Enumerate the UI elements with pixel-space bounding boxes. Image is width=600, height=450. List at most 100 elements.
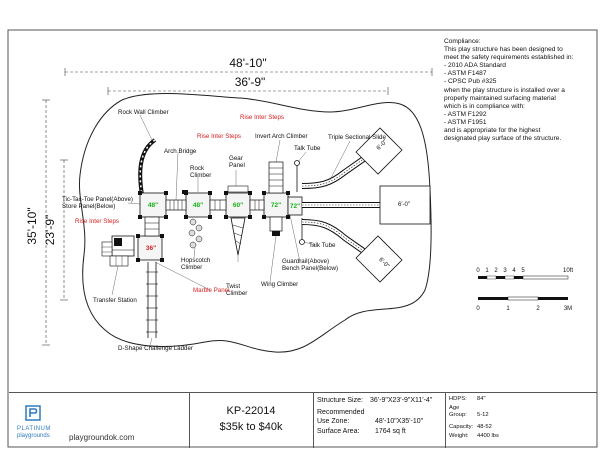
scale-bar-feet: 0 1 2 3 4 5 10ft <box>476 268 573 280</box>
ft-tick-2: 2 <box>494 268 498 274</box>
compliance-line: - ASTM F1487 <box>444 70 487 78</box>
brand-name: PLATINUM <box>17 426 51 432</box>
twist-climber <box>230 217 246 256</box>
page-border <box>7 29 598 448</box>
label-invert-arch-climber: Invert Arch Climber <box>255 133 308 140</box>
compliance-line: - ASTM F1292 <box>444 110 487 118</box>
transfer-station <box>101 235 135 267</box>
overall-width-label: 48'-10" <box>229 56 266 70</box>
use-zone-outline <box>78 93 432 353</box>
rise-inter-steps-1 <box>209 199 227 211</box>
structure-depth-label: 23'-9" <box>43 215 57 246</box>
label-d-shape-ladder: D-Shape Challenge Ladder <box>118 345 193 352</box>
price-range: $35k to $40k <box>219 421 283 433</box>
structure-size-value: 36'-9"X23'-9"X11'-4" <box>370 397 433 404</box>
deck-height-2: 48" <box>193 202 203 209</box>
label-rock-wall-climber: Rock Wall Climber <box>118 109 169 116</box>
compliance-line: which is in compliance with: <box>444 102 525 110</box>
label-rise-inter-steps-a: Rise Inter Steps <box>240 114 284 121</box>
rise-inter-steps-2 <box>249 199 265 211</box>
triple-sectional-slide <box>301 155 380 255</box>
title-block: PLATINUM playgrounds playgroundok.com KP… <box>9 392 597 448</box>
scale-bar-meters: 0 1 2 3M <box>476 296 572 312</box>
label-talk-tube-top: Talk Tube <box>294 145 321 152</box>
brand-subname: playgrounds <box>17 433 50 439</box>
compliance-notes: Compliance: This play structure has been… <box>444 38 594 143</box>
invert-arch-climber <box>268 161 284 194</box>
compliance-line: when the play structure is installed ove… <box>444 86 565 94</box>
compliance-line: and is appropriate for the highest <box>444 127 541 135</box>
data-cell: HDPS: 84" Age Group: 5-12 Capacity: 48-5… <box>445 393 597 448</box>
overall-depth-label: 35'-10" <box>25 207 39 244</box>
hopscotch-climber <box>188 218 203 249</box>
label-marble-panel: Marble Panel <box>193 287 229 294</box>
deck-height-3: 60" <box>233 202 243 209</box>
m-tick-2: 2 <box>536 306 540 312</box>
recommended-label: Recommended <box>317 409 365 416</box>
deck-height-4: 72" <box>271 202 281 209</box>
label-talk-tube-bottom: Talk Tube <box>309 242 336 249</box>
talk-tube-top-icon <box>294 160 300 192</box>
use-zone-value: 48'-10"X35'-10" <box>375 418 424 425</box>
label-rise-inter-steps-c: Rise Inter Steps <box>75 218 119 225</box>
surface-area-value: 1764 sq ft <box>375 428 406 435</box>
compliance-line: designated play surface of the structure… <box>444 135 562 143</box>
dimension-structure-depth: 23'-9" <box>43 159 68 301</box>
slide-zone-bottom: 6'-0" <box>355 235 403 283</box>
surface-area-label: Surface Area: <box>317 428 360 435</box>
ft-unit: 10ft <box>563 268 573 274</box>
label-rise-inter-steps-b: Rise Inter Steps <box>197 133 241 140</box>
deck-height-6: 36" <box>146 245 156 252</box>
dimension-structure-width: 36'-9" <box>107 75 389 95</box>
rock-climber-marker <box>182 190 188 194</box>
capacity-value: 48-52 <box>477 424 492 430</box>
ft-tick-0: 0 <box>476 268 480 274</box>
d-shape-challenge-ladder <box>146 262 158 338</box>
structure-width-label: 36'-9" <box>235 75 266 89</box>
ft-tick-3: 3 <box>503 268 507 274</box>
capacity-label: Capacity: <box>449 424 474 430</box>
compliance-line: properly maintained surfacing material <box>444 94 556 102</box>
label-guardrail-bench: Guardrail(Above)Bench Panel(Below) <box>282 258 338 272</box>
wing-climber <box>269 216 283 236</box>
label-arch-bridge: Arch Bridge <box>164 148 197 155</box>
weight-label: Weight: <box>449 433 469 439</box>
use-zone-label: Use Zone: <box>317 418 350 425</box>
m-unit: 3M <box>564 306 572 312</box>
dimension-overall-width: 48'-10" <box>64 56 433 76</box>
age-label: Age <box>449 405 460 411</box>
rise-inter-steps-3 <box>144 216 160 237</box>
slide-dim-middle: 6'-0" <box>398 202 410 208</box>
website-link[interactable]: playgroundok.com <box>69 433 135 442</box>
leader-lines <box>111 114 351 346</box>
label-triple-sectional-slide: Triple Sectional Slide <box>328 134 386 141</box>
gear-panel-marker <box>227 185 249 193</box>
compliance-line: meet the safety requirements established… <box>444 54 574 62</box>
compliance-line: This play structure has been designed to <box>444 46 563 54</box>
model-cell: KP-22014 $35k to $40k <box>189 393 314 448</box>
m-tick-0: 0 <box>476 306 480 312</box>
compliance-line: Compliance: <box>444 38 481 45</box>
deck-height-1: 48" <box>148 202 158 209</box>
compliance-line: - ASTM F1951 <box>444 118 487 126</box>
hdps-label: HDPS: <box>449 396 467 402</box>
hdps-value: 84" <box>477 396 486 402</box>
m-tick-1: 1 <box>506 306 510 312</box>
age-group-value: 5-12 <box>477 412 489 418</box>
weight-value: 4400 lbs <box>477 433 499 439</box>
model-number: KP-22014 <box>226 405 276 417</box>
deck-3 <box>224 191 252 219</box>
label-tic-tac-toe: Tic-Tac-Toe Panel(Above)Store Panel(Belo… <box>62 196 133 210</box>
ft-tick-1: 1 <box>485 268 489 274</box>
platinum-logo-icon <box>25 405 41 421</box>
slide-zone-top: 6'-0" <box>355 127 403 175</box>
brand-cell: PLATINUM playgrounds playgroundok.com <box>9 393 190 448</box>
group-label: Group: <box>449 412 467 418</box>
spec-cell: Structure Size: 36'-9"X23'-9"X11'-4" Rec… <box>313 393 446 448</box>
arch-bridge <box>165 199 187 211</box>
ft-tick-4: 4 <box>512 268 516 274</box>
